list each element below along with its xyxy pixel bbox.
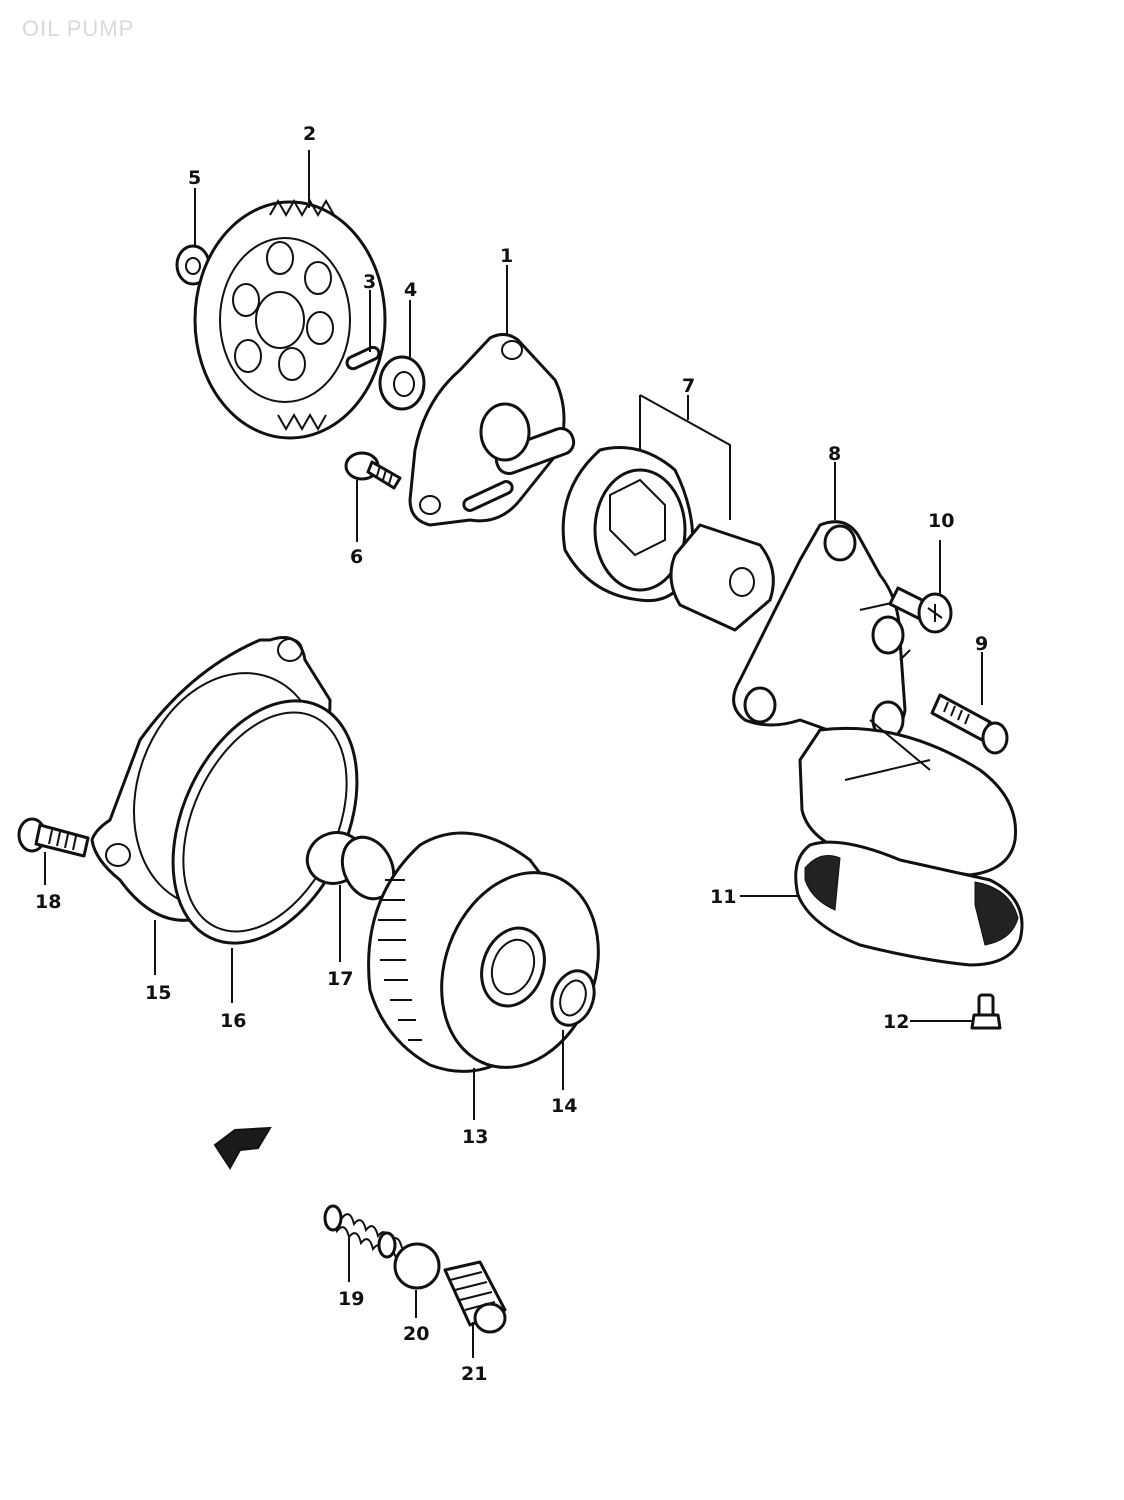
part-9-long-bolt	[930, 693, 1009, 755]
callout-7: 7	[682, 375, 695, 397]
part-18-bolt	[17, 817, 90, 858]
callout-21: 21	[461, 1363, 487, 1385]
callout-10: 10	[928, 510, 954, 532]
part-10-bolt	[888, 586, 953, 634]
callout-9: 9	[975, 633, 988, 655]
callout-8: 8	[828, 443, 841, 465]
leader-lines	[44, 150, 983, 1358]
part-20-ball	[393, 1242, 441, 1290]
callout-3: 3	[363, 271, 376, 293]
part-12-small-bolt	[970, 993, 1002, 1030]
part-21-plug	[443, 1260, 507, 1334]
callout-13: 13	[462, 1126, 488, 1148]
part-3-pin	[345, 345, 381, 371]
part-7-rotor-set	[561, 394, 775, 632]
part-4-washer	[378, 355, 426, 411]
callout-5: 5	[188, 167, 201, 189]
front-arrow-icon	[213, 1126, 272, 1170]
part-19-spring	[323, 1204, 403, 1262]
callout-4: 4	[404, 279, 417, 301]
callout-11: 11	[710, 886, 736, 908]
callout-17: 17	[327, 968, 353, 990]
callout-12: 12	[883, 1011, 909, 1033]
part-2-drive-gear	[193, 198, 387, 440]
callout-14: 14	[551, 1095, 577, 1117]
part-6-screw	[344, 451, 402, 490]
page-title: OIL PUMP	[22, 16, 135, 41]
callout-2: 2	[303, 123, 316, 145]
part-14-washer	[550, 969, 596, 1027]
callout-1: 1	[500, 245, 513, 267]
part-13-oil-filter	[367, 831, 600, 1073]
callout-15: 15	[145, 982, 171, 1004]
callout-20: 20	[403, 1323, 429, 1345]
part-1-pump-body	[408, 333, 576, 527]
callout-18: 18	[35, 891, 61, 913]
callout-19: 19	[338, 1288, 364, 1310]
part-17-small-o-ring	[305, 831, 396, 901]
part-11-strainer-screen	[794, 840, 1024, 967]
callout-6: 6	[350, 546, 363, 568]
callout-16: 16	[220, 1010, 246, 1032]
